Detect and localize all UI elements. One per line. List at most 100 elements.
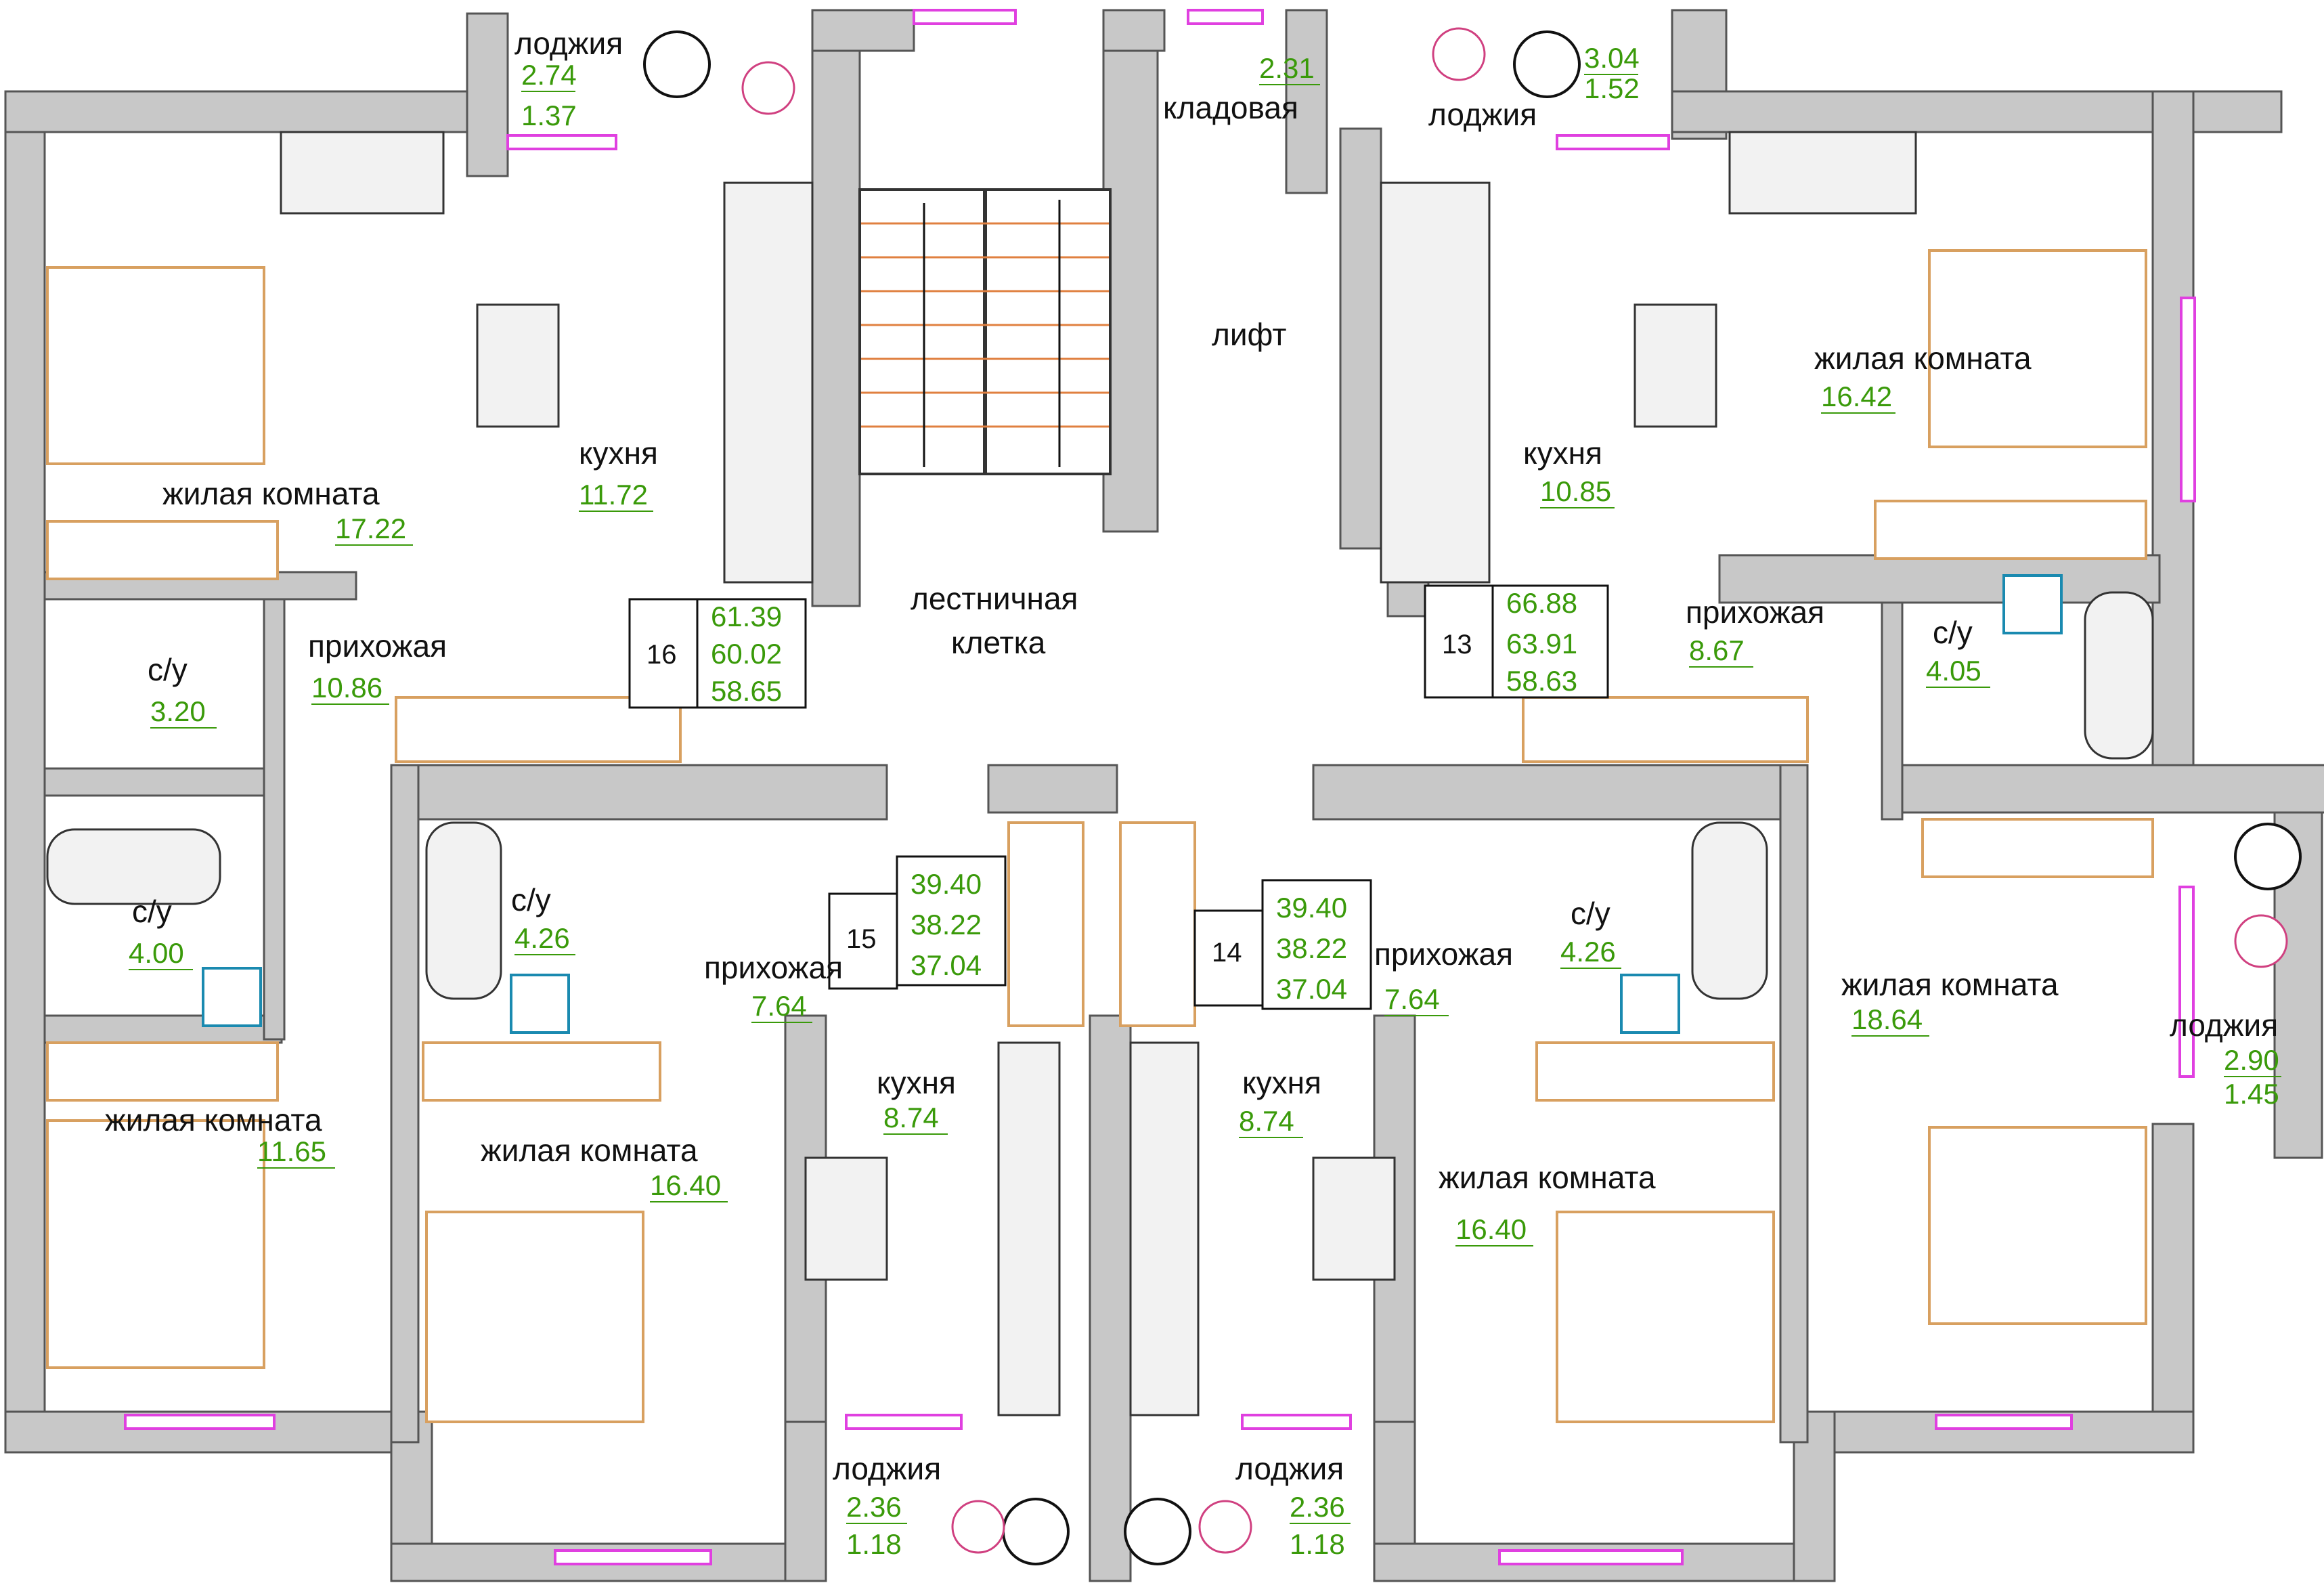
hall13-label: прихожая — [1686, 594, 1824, 630]
apt13-number: 13 — [1442, 630, 1472, 659]
loggia-table-3 — [2234, 823, 2302, 890]
washer-3 — [1620, 974, 1680, 1034]
wall-vert-5 — [1779, 764, 1809, 1444]
apt16-v3: 58.65 — [711, 675, 782, 707]
wardrobe-1 — [46, 520, 279, 580]
loggia-r-area2: 1.45 — [2224, 1078, 2279, 1110]
living13b-label: жилая комната — [1841, 967, 2059, 1002]
apt15-v1: 39.40 — [911, 868, 982, 900]
loggia-table-5 — [1124, 1498, 1191, 1565]
wall-int-7 — [1894, 764, 2324, 814]
hall15-area: 7.64 — [751, 990, 807, 1022]
apt13-values-cell — [1491, 584, 1609, 699]
wardrobe-3 — [46, 1041, 279, 1102]
bath1a-label: с/у — [148, 652, 188, 687]
wardrobe-7 — [1874, 500, 2147, 560]
hall1-label: прихожая — [308, 628, 447, 664]
apt14-v3: 37.04 — [1276, 973, 1347, 1005]
wardrobe-6 — [1535, 1041, 1775, 1102]
window-3 — [1187, 9, 1264, 25]
apt14-number-cell — [1193, 909, 1264, 1007]
kitchen14-label: кухня — [1242, 1065, 1321, 1100]
living13-label: жилая комната — [1814, 341, 2032, 376]
wall-vert-7 — [1339, 127, 1382, 550]
loggia14-area2: 1.18 — [1290, 1528, 1345, 1560]
wall-outer-left — [4, 90, 46, 1454]
stairwell-label-1: лестничная — [911, 581, 1078, 616]
wall-int-5 — [987, 764, 1118, 814]
apt16-number: 16 — [646, 640, 677, 670]
living15-label: жилая комната — [481, 1133, 698, 1168]
hall14-label: прихожая — [1374, 936, 1513, 972]
staircase — [858, 188, 1112, 475]
wall-vert-6 — [1881, 601, 1904, 821]
loggia-table-1 — [643, 30, 711, 98]
loggia14-label: лоджия — [1235, 1451, 1344, 1486]
loggia-table-4 — [1002, 1498, 1070, 1565]
loggia-table-2 — [1513, 30, 1581, 98]
apt-table-16 — [628, 598, 807, 709]
wall-int-4 — [391, 764, 888, 821]
bath1b-label: с/у — [132, 894, 172, 929]
bed-6 — [1928, 1126, 2147, 1325]
labels: лоджия 2.74 1.37 2.31 кладовая 3.04 1.52… — [105, 26, 2279, 1560]
bed-2 — [46, 1119, 265, 1369]
hall14-area: 7.64 — [1384, 983, 1440, 1015]
apt13-v3: 58.63 — [1506, 665, 1577, 697]
apt14-v1: 39.40 — [1276, 892, 1347, 924]
window-7 — [124, 1414, 276, 1430]
apt13-v2: 63.91 — [1506, 628, 1577, 659]
bath13-area: 4.05 — [1926, 655, 1981, 687]
wall-bottom-c — [784, 1410, 827, 1582]
bed-4 — [1556, 1211, 1775, 1423]
windows — [124, 9, 2196, 1565]
wall-top-stair-left — [811, 9, 915, 52]
loggia-tr-area2: 1.52 — [1584, 72, 1640, 104]
wall-outer-top-left — [4, 90, 474, 133]
wall-storage-right — [1285, 9, 1328, 194]
elevator-label: лифт — [1212, 317, 1286, 352]
wardrobe-10 — [1119, 821, 1196, 1027]
wardrobe-4 — [422, 1041, 661, 1102]
bath14-label: с/у — [1571, 896, 1610, 931]
bed-5 — [1928, 249, 2147, 448]
living1b-area: 11.65 — [257, 1135, 326, 1167]
apt14-v2: 38.22 — [1276, 932, 1347, 964]
kitchen1-label: кухня — [579, 435, 658, 471]
wardrobe-8 — [1921, 818, 2154, 878]
apt14-values-cell — [1261, 879, 1372, 1010]
apt15-values-cell — [896, 855, 1007, 986]
living14-area: 16.40 — [1455, 1213, 1527, 1245]
loggia15-label: лоджия — [833, 1451, 941, 1486]
window-6 — [2178, 886, 2195, 1078]
hall15-label: прихожая — [704, 950, 843, 985]
apt16-v2: 60.02 — [711, 638, 782, 670]
window-8 — [554, 1549, 712, 1565]
living13b-area: 18.64 — [1851, 1003, 1923, 1035]
bed-3 — [425, 1211, 644, 1423]
wall-int-2 — [43, 767, 276, 797]
kitchen-table-1 — [476, 303, 560, 428]
kitchen13-label: кухня — [1523, 435, 1602, 471]
hall13-area: 8.67 — [1689, 634, 1745, 666]
bathtub-3 — [1691, 821, 1768, 1000]
living1b-label: жилая комната — [105, 1102, 322, 1137]
loggia15-area2: 1.18 — [846, 1528, 902, 1560]
kitchen15-label: кухня — [877, 1065, 956, 1100]
storage-label: кладовая — [1163, 90, 1298, 125]
window-12 — [1935, 1414, 2073, 1430]
wall-int-6 — [1312, 764, 1789, 821]
loggia-tr-area1: 3.04 — [1584, 42, 1640, 74]
loggia-tl-area2: 1.37 — [521, 100, 577, 131]
loggia-chair-4 — [951, 1500, 1005, 1554]
kitchen-counter-4 — [1129, 1041, 1200, 1416]
desk-1 — [280, 131, 445, 215]
living14-label: жилая комната — [1439, 1160, 1656, 1195]
apt-table-14 — [1193, 879, 1372, 1010]
storage-area: 2.31 — [1259, 52, 1315, 84]
hall1-area: 10.86 — [311, 672, 382, 703]
stairwell-label-2: клетка — [951, 625, 1046, 660]
living15-area: 16.40 — [650, 1169, 721, 1201]
apt16-number-cell — [628, 598, 699, 709]
kitchen-table-4 — [1312, 1156, 1396, 1281]
